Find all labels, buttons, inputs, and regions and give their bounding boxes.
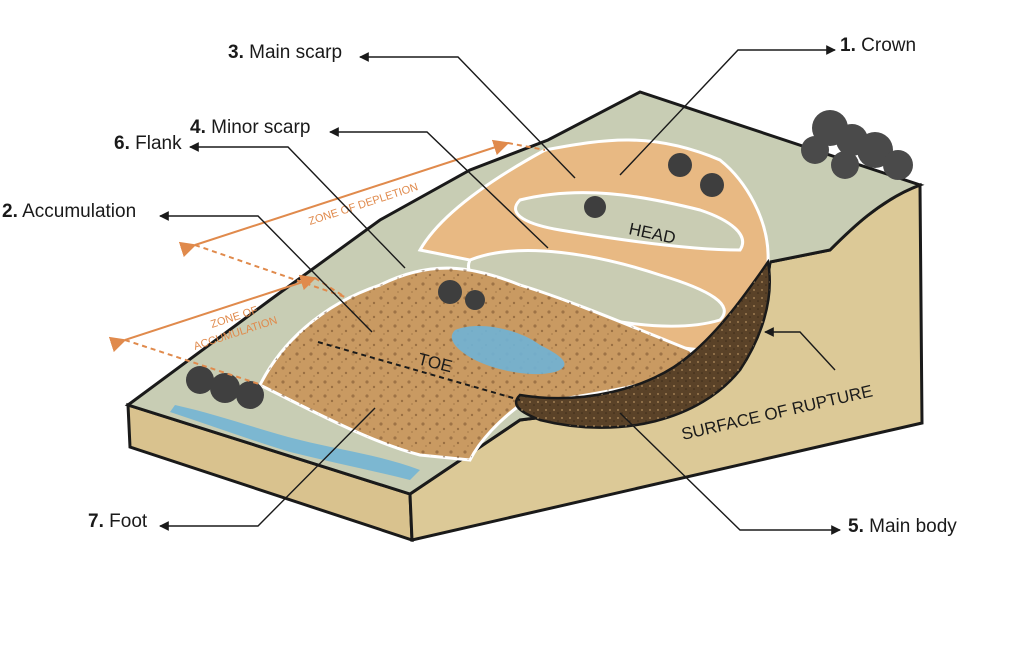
accumulation-leader (159, 211, 373, 333)
label-main-body: 5. Main body (848, 516, 957, 537)
toe-dashed-line (317, 341, 521, 401)
water-stream (170, 405, 420, 480)
main-body-leader (619, 412, 841, 535)
trees-right (801, 110, 913, 180)
label-flank: 6. Flank (114, 133, 182, 154)
main-scarp-leader (359, 52, 576, 179)
trees-mid (438, 153, 724, 310)
foot-leader (159, 407, 376, 531)
surface-rupture-leader (764, 327, 836, 371)
label-main-scarp: 3. Main scarp (228, 42, 343, 63)
water-pool (451, 325, 565, 375)
zone-of-accumulation-arrow (108, 274, 346, 386)
label-crown: 1. Crown (840, 35, 917, 56)
label-foot: 7. Foot (88, 511, 148, 532)
label-minor-scarp: 4. Minor scarp (190, 117, 311, 138)
terrace-upper (514, 191, 744, 252)
flank-leader (189, 142, 406, 269)
label-accumulation: 2. Accumulation (2, 201, 137, 222)
minor-scarp-leader (329, 127, 549, 249)
crown-leader (619, 45, 836, 176)
trees-left (186, 366, 264, 409)
